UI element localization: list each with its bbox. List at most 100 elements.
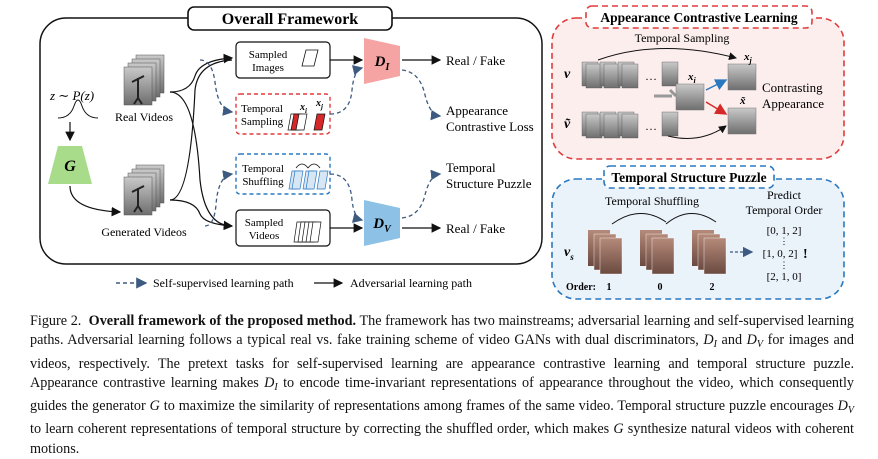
tsp-shuffle-arcs [611,213,717,225]
xj-label: xj [315,98,323,111]
di-to-appearance-loss [401,69,442,121]
gaussian-icon [57,99,99,119]
caption-text-3: to encode time-invariant representations… [30,374,854,415]
caption-and: and [716,332,747,349]
tsp-dots-1: ⋮ [780,236,789,246]
generator-label: G [64,158,76,175]
real-to-sampled-videos [169,91,233,227]
temporal-puzzle-line2: Structure Puzzle [446,176,532,191]
caption-bold: Overall framework of the proposed method… [88,313,357,329]
acl-video-vtilde-frames: … [581,111,679,139]
acl-vtilde-label: ṽ [564,117,571,132]
appearance-loss-line1: Appearance [446,103,508,118]
overall-framework-title: Overall Framework [222,11,359,28]
acl-xtilde-frame [727,107,757,135]
acl-xi-label: xi [687,71,697,85]
caption-dv-sub: V [756,339,763,351]
acl-temporal-sampling: Temporal Sampling [635,31,730,45]
tsp-order-label: Order: [566,282,596,293]
acl-title-box [585,5,813,29]
discriminator-image [364,38,400,84]
acl-contrasting-line2: Appearance [762,96,824,111]
caption-di-sub: I [713,339,717,351]
tsp-title-box [603,165,775,189]
xi-label: xi [299,102,307,115]
caption-di-2-sub: I [274,381,278,393]
prior-label: z ∼ P(z) [49,88,94,103]
tsp-order-2: [2, 1, 0] [767,271,802,283]
tsp-vs-label: vs [564,245,574,262]
caption-di-2: D [264,374,275,391]
sampled-images-line1: Sampled [249,49,288,61]
acl-gray-arrow [654,88,678,98]
tsp-clip-1 [588,230,623,275]
generator-block [48,146,92,184]
real-to-sampled-images [169,53,234,93]
caption-dv-2-sub: V [847,405,854,417]
temporal-shuffling-line2: Shuffling [242,176,284,188]
tsp-order-value-1: 1 [607,282,612,293]
caption-dv-2: D [837,398,848,415]
acl-sampling-arc [597,48,737,61]
real-videos-stack [123,54,165,106]
ssl-to-temporal-shuffling [204,170,234,227]
caption-text-4: to maximize the similarity of representa… [159,398,838,415]
dv-to-temporal-puzzle [401,169,442,219]
acl-contrasting-line1: Contrasting [762,80,823,95]
svg-text:…: … [645,119,657,133]
appearance-loss-line2: Contrastive Loss [446,119,534,134]
acl-video-v-frames: … [581,61,679,89]
figure-caption: Figure 2. Overall framework of the propo… [30,312,854,459]
generator-arrow [69,185,122,217]
sampled-images-line2: Images [252,62,284,74]
legend-adv-label: Adversarial learning path [350,276,472,290]
temporal-sampling-line1: Temporal [241,103,283,115]
temporal-sampling-frames [287,113,326,131]
tsp-order-0: [0, 1, 2] [767,225,802,237]
acl-positive-arrow [705,79,728,91]
sampling-to-di [329,65,364,115]
caption-text-5: to learn coherent representations of tem… [30,421,614,438]
di-label: DI [374,54,391,73]
sampled-video-frames [293,221,322,243]
tsp-bang: ! [803,247,808,262]
acl-vtilde-arc [667,125,727,139]
acl-title: Appearance Contrastive Learning [600,10,797,25]
caption-text-2: for images and videos, respectively. The… [30,332,854,391]
temporal-shuffling-frames [288,163,329,190]
generated-videos-label: Generated Videos [101,225,187,239]
real-videos-label: Real Videos [115,110,173,124]
real-fake-top: Real / Fake [446,53,505,68]
tsp-order-1: [1, 0, 2] [763,248,798,260]
dv-label: DV [372,216,392,235]
tsp-temporal-shuffling: Temporal Shuffling [605,194,699,208]
acl-xj-frame [727,63,757,91]
tsp-order-value-2: 0 [658,282,663,293]
acl-v-label: v [564,67,571,82]
acl-negative-arrow [705,101,728,115]
sampled-videos-line1: Sampled [245,217,284,229]
caption-g: G [149,398,160,415]
tsp-clip-2 [640,230,675,275]
tsp-clip-3 [692,230,727,275]
sampled-videos-line2: Videos [249,230,280,242]
tsp-dots-2: ⋮ [780,260,789,270]
tsp-title: Temporal Structure Puzzle [611,170,766,185]
acl-xj-label: xj [743,51,753,65]
ssl-to-temporal-sampling [199,59,234,116]
caption-g-2: G [613,421,624,438]
acl-xtilde-label: x̃ [739,95,746,107]
real-fake-bottom: Real / Fake [446,221,505,236]
tsp-order-value-3: 2 [710,282,715,293]
legend-ssl-label: Self-supervised learning path [153,276,294,290]
generated-videos-stack [123,164,165,216]
temporal-puzzle-line1: Temporal [446,160,496,175]
caption-di: D [703,332,714,349]
framework-figure: Overall Framework z ∼ P(z) G Real Videos… [39,5,845,300]
acl-xi-frame [675,83,705,111]
tsp-predict-line2: Temporal Order [746,203,823,217]
discriminator-video [364,200,400,246]
gen-to-sampled-videos [169,199,234,231]
temporal-shuffling-line1: Temporal [242,163,284,175]
caption-prefix: Figure 2. [30,313,82,329]
